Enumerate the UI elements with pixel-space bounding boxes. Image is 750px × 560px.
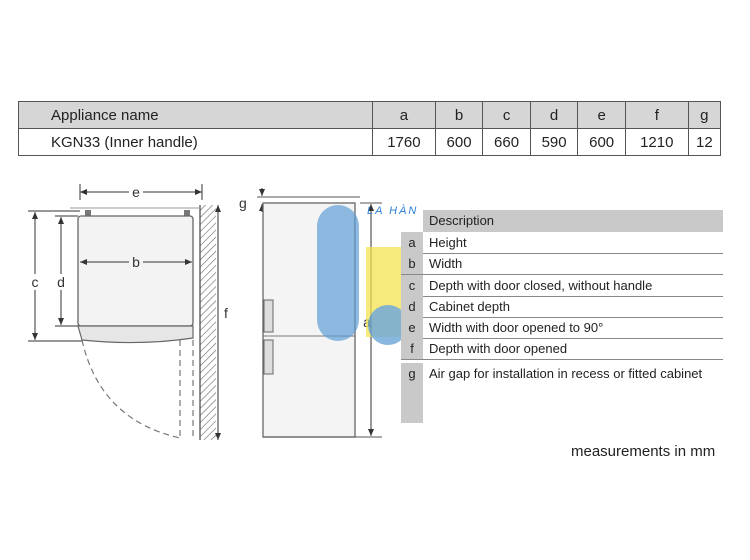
watermark-text: LA HÀN [367,205,419,217]
legend-key: a [401,232,423,253]
dim-label-d: d [57,274,65,290]
legend-text: Cabinet depth [429,299,510,314]
legend-key: e [401,317,423,338]
legend-row: a Height [401,232,723,254]
dim-label-e: e [132,184,140,200]
wall-hatch [200,205,216,440]
header-col-f: f [624,101,689,129]
legend-header: Description [423,210,723,232]
legend-row: b Width [401,253,723,275]
spec-table: Appliance name a b c d e f g KGN33 (Inne… [18,101,722,156]
footnote: measurements in mm [571,443,716,460]
legend-key: b [401,253,423,274]
header-col-c: c [482,101,531,129]
table-row: KGN33 (Inner handle) 1760 600 660 590 60… [18,128,722,156]
value-a: 1760 [372,128,436,156]
legend-key: f [401,338,423,359]
legend-row: g Air gap for installation in recess or … [401,363,723,384]
value-f: 1210 [624,128,689,156]
header-col-d: d [529,101,579,129]
legend-row: c Depth with door closed, without handle [401,275,723,297]
header-col-b: b [434,101,484,129]
dim-label-f: f [224,305,228,321]
hinge-left [85,210,91,216]
legend-key: d [401,296,423,317]
legend-text: Width [429,256,463,271]
value-d: 590 [529,128,579,156]
header-col-e: e [577,101,626,129]
door-swing-arc [81,339,181,439]
legend-text: Depth with door closed, without handle [429,278,653,293]
dim-label-b: b [132,254,140,270]
handle-upper [263,299,274,333]
value-g: 12 [687,128,722,156]
cabinet-body [77,215,194,327]
legend-text: Depth with door opened [429,341,568,356]
door-closed [77,325,194,344]
legend-key: g [401,363,423,384]
table-header-row: Appliance name a b c d e f g [18,101,722,129]
dim-label-c: c [32,274,39,290]
legend-row: e Width with door opened to 90° [401,317,723,339]
legend-row: d Cabinet depth [401,296,723,318]
legend-text: Air gap for installation in recess or fi… [429,366,703,381]
header-col-g: g [687,101,722,129]
header-appliance-name: Appliance name [18,101,373,129]
hinge-right [184,210,190,216]
legend-row: f Depth with door opened [401,338,723,360]
row-appliance-name: KGN33 (Inner handle) [18,128,373,156]
dim-label-g: g [239,195,247,211]
handle-lower [263,339,274,375]
top-view: e b c d f [28,184,228,440]
side-view: g a [239,188,382,438]
legend-key-filler [401,384,423,423]
legend-key: c [401,275,423,296]
legend-text: Width with door opened to 90° [429,320,604,335]
value-e: 600 [577,128,626,156]
legend-text: Height [429,235,467,250]
value-c: 660 [482,128,531,156]
